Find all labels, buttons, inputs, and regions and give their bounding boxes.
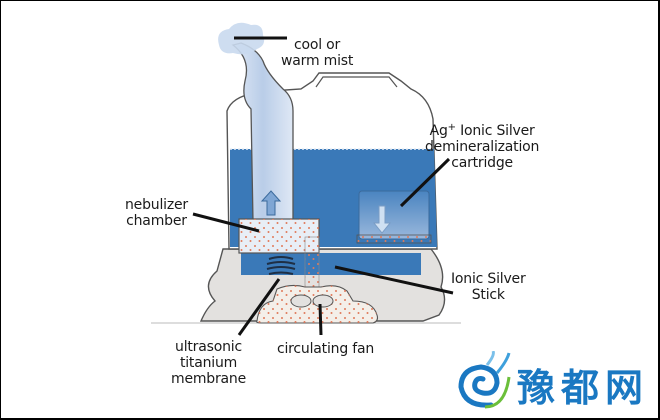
label-membrane-line1: ultrasonic (175, 339, 242, 355)
label-cartridge-line2: demineralization (425, 139, 540, 155)
label-fan: circulating fan (277, 341, 374, 357)
label-nebulizer-line2: chamber (126, 213, 187, 229)
label-membrane-line3: membrane (171, 371, 246, 387)
fan-chamber (256, 284, 379, 324)
watermark-text: 豫都网 (517, 366, 650, 410)
label-cartridge-line1: Ag+ Ionic Silver (429, 122, 535, 139)
label-mist-line1: cool or (294, 37, 341, 53)
leader-nebulizer (192, 212, 260, 233)
watermark-logo (458, 351, 511, 409)
label-mist: cool or warm mist (281, 37, 353, 69)
label-nebulizer: nebulizer chamber (125, 197, 188, 229)
leader-fan (318, 303, 323, 336)
mist-tube (231, 42, 294, 222)
leader-membrane (237, 278, 281, 336)
label-membrane: ultrasonic titanium membrane (171, 339, 246, 387)
leader-cartridge (399, 157, 451, 208)
spiral-logo-icon (458, 351, 511, 409)
label-stick-line2: Stick (471, 287, 505, 303)
label-cartridge: Ag+ Ionic Silver demineralization cartri… (425, 122, 540, 171)
fan-blade-right (312, 294, 334, 308)
cartridge (356, 190, 432, 244)
up-arrow-icon (260, 190, 282, 216)
label-membrane-line2: titanium (179, 355, 238, 371)
fan-blade-left (290, 294, 312, 308)
label-mist-line2: warm mist (281, 53, 354, 69)
ultrasonic-membrane (266, 256, 296, 275)
label-nebulizer-line1: nebulizer (125, 197, 188, 213)
label-stick: Ionic Silver Stick (451, 271, 526, 303)
air-channel (305, 237, 319, 297)
label-cartridge-line3: cartridge (451, 155, 513, 171)
tank-handle (315, 76, 398, 88)
down-arrow-icon (372, 205, 392, 234)
label-stick-line1: Ionic Silver (451, 271, 526, 287)
lower-water (241, 253, 421, 275)
label-fan-text: circulating fan (277, 341, 375, 357)
leader-stick (334, 265, 454, 295)
